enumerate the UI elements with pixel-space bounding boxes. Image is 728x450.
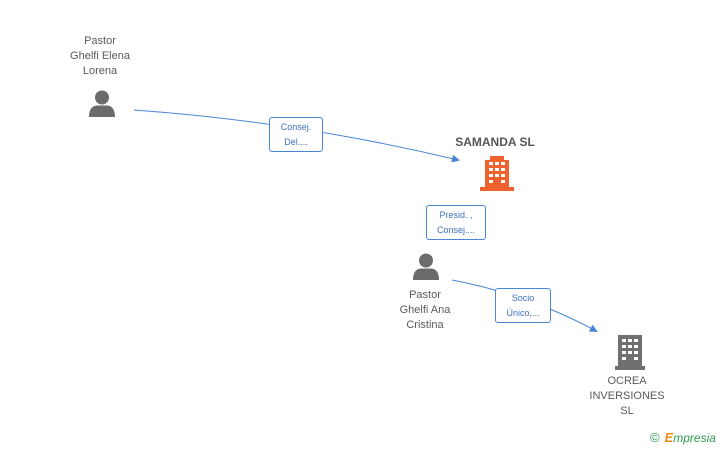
node-label-company-samanda[interactable]: SAMANDA SL	[455, 135, 535, 149]
brand-name: mpresia	[673, 431, 716, 445]
node-label-company-ocrea[interactable]: OCREA INVERSIONES SL	[589, 375, 665, 417]
node-label-person-elena[interactable]: Pastor Ghelfi Elena Lorena	[70, 35, 130, 77]
edge-label-ana-samanda[interactable]: Presid. , Consej....	[426, 205, 486, 240]
copyright-icon: ©	[650, 430, 660, 445]
building-icon[interactable]	[615, 335, 645, 370]
edge-label-elena-samanda[interactable]: Consej. Del....	[269, 117, 323, 152]
person-icon[interactable]	[89, 90, 115, 118]
empresia-watermark: © Empresia	[650, 430, 716, 445]
node-label-person-ana[interactable]: Pastor Ghelfi Ana Cristina	[399, 289, 451, 331]
building-icon[interactable]	[480, 156, 514, 191]
edge-label-ana-ocrea[interactable]: Socio Único,...	[495, 288, 551, 323]
person-icon[interactable]	[413, 253, 439, 281]
brand-initial: E	[664, 430, 674, 445]
